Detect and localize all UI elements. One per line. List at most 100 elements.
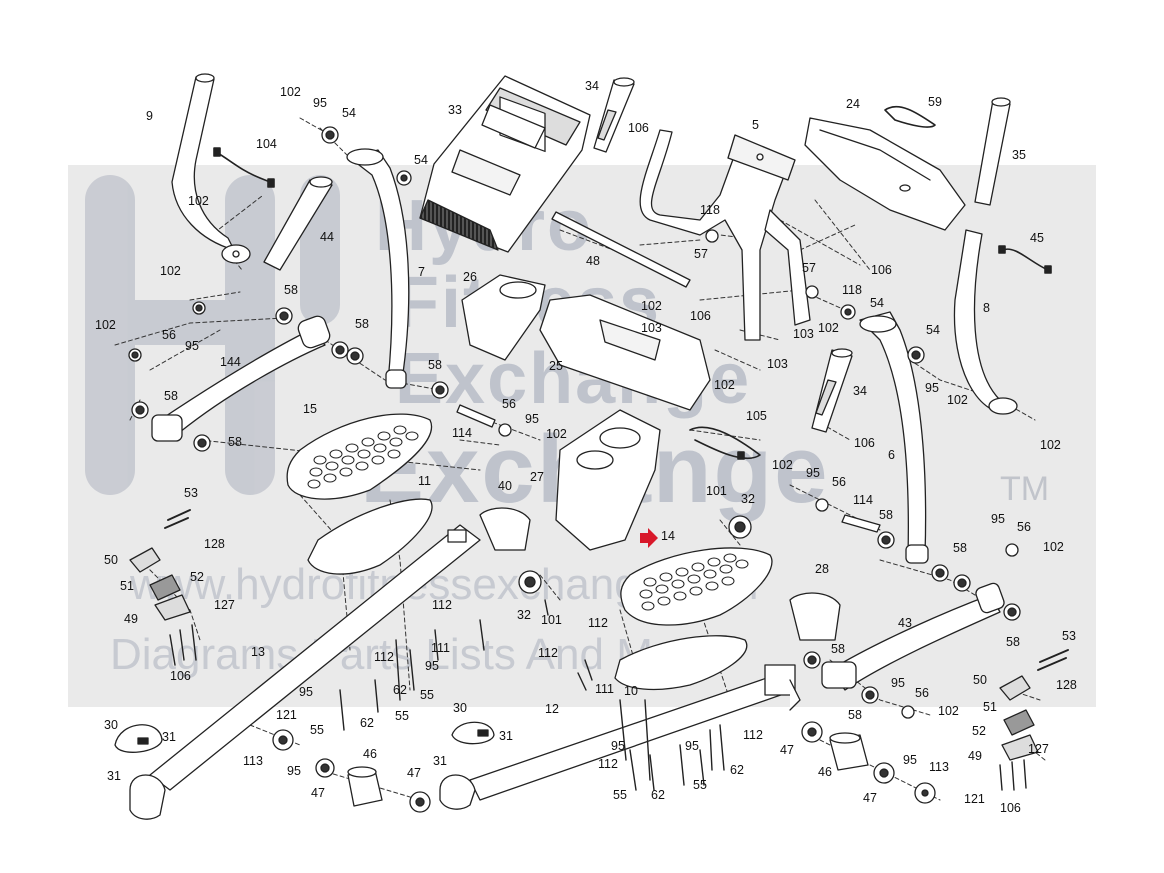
part-46-right-sleeve [829, 732, 869, 771]
part-label-30: 30 [104, 718, 118, 732]
part-label-121: 121 [964, 792, 985, 806]
part-label-58: 58 [228, 435, 242, 449]
part-label-32: 32 [517, 608, 531, 622]
part-label-7: 7 [418, 265, 425, 279]
part-label-52: 52 [190, 570, 204, 584]
part-label-112: 112 [588, 616, 608, 630]
part-label-95: 95 [891, 676, 905, 690]
part-114-right-axle [841, 514, 881, 533]
part-label-95: 95 [806, 466, 820, 480]
part-label-114: 114 [452, 426, 472, 440]
part-label-103: 103 [793, 327, 814, 341]
part-label-57: 57 [802, 261, 816, 275]
part-9-left-upper-arm [171, 73, 251, 264]
part-label-95: 95 [299, 685, 313, 699]
part-label-8: 8 [983, 301, 990, 315]
part-label-58: 58 [848, 708, 862, 722]
part-label-102: 102 [772, 458, 793, 472]
part-label-48: 48 [586, 254, 600, 268]
part-label-50: 50 [973, 673, 987, 687]
part-label-95: 95 [525, 412, 539, 426]
part-label-58: 58 [879, 508, 893, 522]
part-label-24: 24 [846, 97, 860, 111]
part-label-45: 45 [1030, 231, 1044, 245]
part-label-31: 31 [433, 754, 447, 768]
part-label-55: 55 [420, 688, 434, 702]
part-label-31: 31 [107, 769, 121, 783]
part-label-51: 51 [983, 700, 997, 714]
part-label-47: 47 [780, 743, 794, 757]
part-label-56: 56 [1017, 520, 1031, 534]
part-label-10: 10 [624, 684, 638, 698]
part-40-bracket [479, 507, 531, 551]
part-label-33: 33 [448, 103, 462, 117]
part-label-102: 102 [280, 85, 301, 99]
part-105-wire [689, 426, 761, 460]
part-label-25: 25 [549, 359, 563, 373]
part-label-121: 121 [276, 708, 297, 722]
part-34-right-grip [811, 348, 853, 433]
part-label-53: 53 [184, 486, 198, 500]
part-label-106: 106 [1000, 801, 1021, 815]
part-label-46: 46 [818, 765, 832, 779]
part-label-62: 62 [651, 788, 665, 802]
part-label-30: 30 [453, 701, 467, 715]
part-label-102: 102 [160, 264, 181, 278]
part-label-103: 103 [641, 321, 662, 335]
part-label-113: 113 [929, 760, 949, 774]
part-label-34: 34 [853, 384, 867, 398]
part-7-left-upright [346, 148, 410, 389]
part-label-105: 105 [746, 409, 767, 423]
part-label-32: 32 [741, 492, 755, 506]
part-27-tray [555, 409, 661, 551]
part-label-95: 95 [313, 96, 327, 110]
part-28-bracket [789, 592, 841, 641]
part-30-left-endcap [114, 724, 163, 753]
part-34-top-grip [593, 77, 635, 153]
part-label-47: 47 [407, 766, 421, 780]
part-label-54: 54 [926, 323, 940, 337]
part-6-right-upright [859, 311, 929, 564]
part-label-127: 127 [214, 598, 235, 612]
part-label-114: 114 [853, 493, 873, 507]
part-label-31: 31 [162, 730, 176, 744]
highlight-arrow [640, 528, 658, 548]
part-label-106: 106 [170, 669, 191, 683]
part-label-55: 55 [310, 723, 324, 737]
part-label-9: 9 [146, 109, 153, 123]
part-label-95: 95 [685, 739, 699, 753]
part-label-56: 56 [502, 397, 516, 411]
part-label-127: 127 [1028, 742, 1049, 756]
part-label-62: 62 [730, 763, 744, 777]
part-48-rod [551, 211, 691, 288]
part-label-31: 31 [499, 729, 513, 743]
part-label-112: 112 [374, 650, 394, 664]
part-label-103: 103 [767, 357, 788, 371]
part-label-95: 95 [287, 764, 301, 778]
part-label-111: 111 [431, 641, 450, 655]
part-label-56: 56 [162, 328, 176, 342]
part-label-52: 52 [972, 724, 986, 738]
part-label-102: 102 [938, 704, 959, 718]
part-label-58: 58 [284, 283, 298, 297]
part-label-47: 47 [863, 791, 877, 805]
part-114-left-axle [456, 404, 496, 428]
part-35-right-top-handle [974, 97, 1011, 206]
part-label-112: 112 [432, 598, 452, 612]
part-label-47: 47 [311, 786, 325, 800]
part-144-left-arm [151, 315, 331, 442]
part-label-102: 102 [188, 194, 209, 208]
part-44-left-grip [263, 176, 333, 271]
part-label-13: 13 [251, 645, 265, 659]
part-label-49: 49 [124, 612, 138, 626]
part-label-112: 112 [598, 757, 618, 771]
part-label-104: 104 [256, 137, 277, 151]
right-bracket-assembly [999, 649, 1069, 761]
part-label-101: 101 [541, 613, 562, 627]
part-15-left-pedal [286, 413, 433, 500]
part-label-101: 101 [706, 484, 727, 498]
part-label-57: 57 [694, 247, 708, 261]
part-label-43: 43 [898, 616, 912, 630]
part-label-54: 54 [870, 296, 884, 310]
